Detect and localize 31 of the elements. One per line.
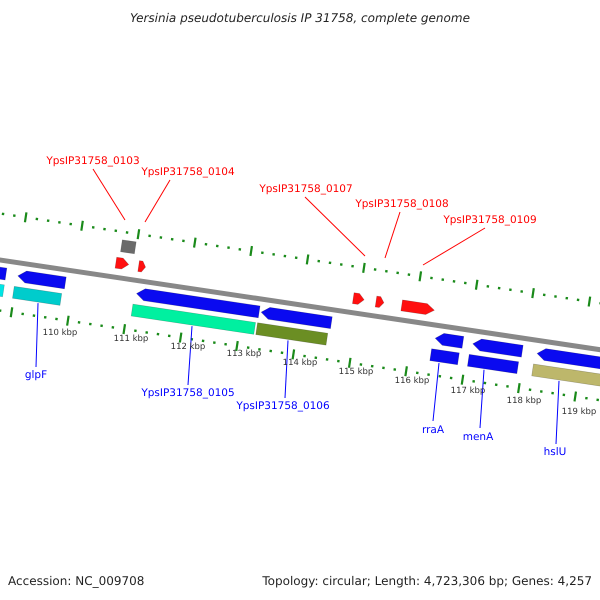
leader-line [304, 196, 366, 256]
leader-line [384, 212, 400, 258]
leader-line [36, 302, 38, 368]
scale-label: 115 kbp [338, 368, 374, 376]
leader-line [556, 380, 560, 444]
leader-line [188, 326, 192, 386]
gene-label: YpsIP31758_0103 [46, 156, 140, 166]
gene-label: hslU [544, 446, 566, 458]
leader-line [92, 168, 126, 220]
gene-drawing [12, 270, 67, 306]
gene-drawing [430, 333, 464, 366]
gene-label: YpsIP31758_0108 [355, 198, 449, 210]
leader-line [422, 228, 486, 266]
scale-label: 113 kbp [226, 350, 262, 358]
gene-label: YpsIP31758_0107 [259, 184, 353, 194]
gene-label: YpsIP31758_0104 [141, 166, 235, 178]
gene-label: YpsIP31758_0105 [141, 388, 235, 398]
gene-drawing [130, 288, 260, 335]
gene-label: rraA [422, 424, 444, 436]
leader-line [284, 340, 288, 398]
gene-label: glpF [24, 370, 48, 380]
footer-text: Topology: circular; Length: 4,723,306 bp; Genes: 4,257 [262, 575, 592, 587]
gene-label: menA [462, 432, 494, 442]
gene-drawing [467, 338, 524, 374]
gene-drawing [255, 307, 333, 346]
gene-label: YpsIP31758_0109 [443, 214, 537, 226]
footer-text: Accession: NC_009708 [8, 575, 144, 587]
title: Yersinia pseudotuberculosis IP 31758, complete genome [130, 12, 470, 24]
leader-line [144, 180, 170, 222]
gene-label: YpsIP31758_0106 [236, 400, 330, 412]
scale-label: 119 kbp [562, 408, 596, 416]
